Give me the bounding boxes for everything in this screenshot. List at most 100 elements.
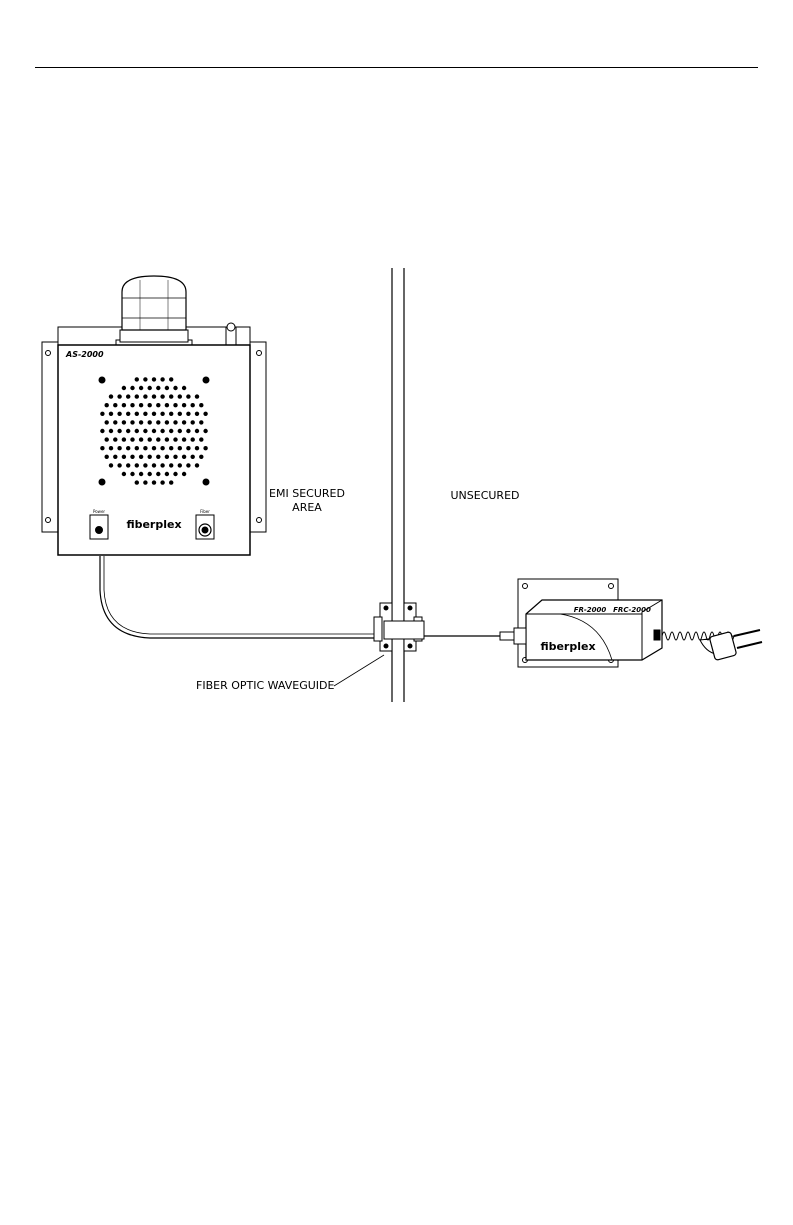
grille-hole (152, 446, 156, 450)
grille-hole (195, 394, 199, 398)
grille-hole (105, 437, 109, 441)
grille-hole (169, 429, 173, 433)
emi-label-line2: AREA (262, 501, 352, 515)
grille-hole (122, 420, 126, 424)
grille-hole (191, 437, 195, 441)
grille-hole (156, 386, 160, 390)
grille-hole (195, 446, 199, 450)
grille-hole (139, 403, 143, 407)
grille-hole (165, 420, 169, 424)
grille-hole (109, 394, 113, 398)
grille-hole (117, 429, 121, 433)
grille-hole (126, 429, 130, 433)
grille-hole (148, 420, 152, 424)
grille-hole (160, 377, 164, 381)
grille-hole (186, 412, 190, 416)
speaker-brand-logo: fiberplex (126, 518, 181, 531)
grille-hole (182, 386, 186, 390)
grille-hole (186, 429, 190, 433)
grille-hole (191, 403, 195, 407)
grille-hole (165, 403, 169, 407)
grille-hole (143, 412, 147, 416)
grille-hole (117, 394, 121, 398)
grille-hole (173, 386, 177, 390)
grille-hole (117, 463, 121, 467)
grille-hole (109, 412, 113, 416)
grille-hole (148, 403, 152, 407)
fiber-optic-waveguide-label: FIBER OPTIC WAVEGUIDE (196, 679, 346, 693)
grille-hole (152, 429, 156, 433)
grille-hole (186, 394, 190, 398)
grille-hole (135, 377, 139, 381)
grille-hole (173, 437, 177, 441)
grille-hole (105, 403, 109, 407)
grille-hole (199, 437, 203, 441)
grille-hole (169, 446, 173, 450)
grille-hole (139, 455, 143, 459)
grille-hole (143, 480, 147, 484)
grille-hole (160, 446, 164, 450)
grille-hole (156, 437, 160, 441)
grille-hole (182, 437, 186, 441)
grille-hole (148, 472, 152, 476)
grille-hole (178, 429, 182, 433)
emi-label-line1: EMI SECURED (262, 487, 352, 501)
beacon-light-icon (116, 276, 192, 348)
grille-hole (169, 463, 173, 467)
grille-hole (203, 412, 207, 416)
grille-hole (117, 446, 121, 450)
grille-hole (186, 446, 190, 450)
grille-hole (169, 412, 173, 416)
grille-hole (203, 446, 207, 450)
grille-hole (165, 455, 169, 459)
grille-hole (178, 412, 182, 416)
grille-hole (135, 446, 139, 450)
grille-hole (135, 412, 139, 416)
grille-hole (109, 429, 113, 433)
grille-hole (105, 455, 109, 459)
emi-secured-area-label: EMI SECURED AREA (262, 487, 352, 515)
grille-hole (152, 394, 156, 398)
grille-hole (122, 386, 126, 390)
power-plug-icon (662, 630, 762, 660)
speaker-model-label: AS-2000 (65, 350, 104, 359)
grille-hole (165, 386, 169, 390)
grille-hole (122, 455, 126, 459)
grille-hole (186, 463, 190, 467)
grille-hole (152, 412, 156, 416)
grille-hole (143, 394, 147, 398)
grille-hole (169, 377, 173, 381)
grille-hole (105, 420, 109, 424)
grille-hole (148, 386, 152, 390)
grille-hole (130, 437, 134, 441)
grille-hole (122, 437, 126, 441)
grille-hole (156, 420, 160, 424)
grille-hole (143, 429, 147, 433)
grille-hole (139, 386, 143, 390)
grille-hole (173, 472, 177, 476)
grille-hole (113, 403, 117, 407)
grille-hole (195, 463, 199, 467)
grille-hole (130, 420, 134, 424)
grille-hole (178, 446, 182, 450)
grille-hole (139, 472, 143, 476)
grille-hole (178, 463, 182, 467)
grille-hole (143, 446, 147, 450)
grille-hole (182, 420, 186, 424)
speaker-button-left-label: Power (93, 509, 105, 514)
grille-hole (143, 463, 147, 467)
grille-hole (130, 386, 134, 390)
converter-model-right-label: FRC-2000 (613, 606, 651, 614)
grille-hole (130, 455, 134, 459)
grille-hole (160, 463, 164, 467)
grille-hole (182, 455, 186, 459)
speaker-button-right-label: Fiber (200, 509, 210, 514)
grille-hole (126, 412, 130, 416)
grille-hole (195, 412, 199, 416)
grille-hole (122, 403, 126, 407)
grille-hole (165, 472, 169, 476)
grille-hole (148, 437, 152, 441)
grille-hole (109, 463, 113, 467)
grille-hole (160, 429, 164, 433)
grille-hole (143, 377, 147, 381)
